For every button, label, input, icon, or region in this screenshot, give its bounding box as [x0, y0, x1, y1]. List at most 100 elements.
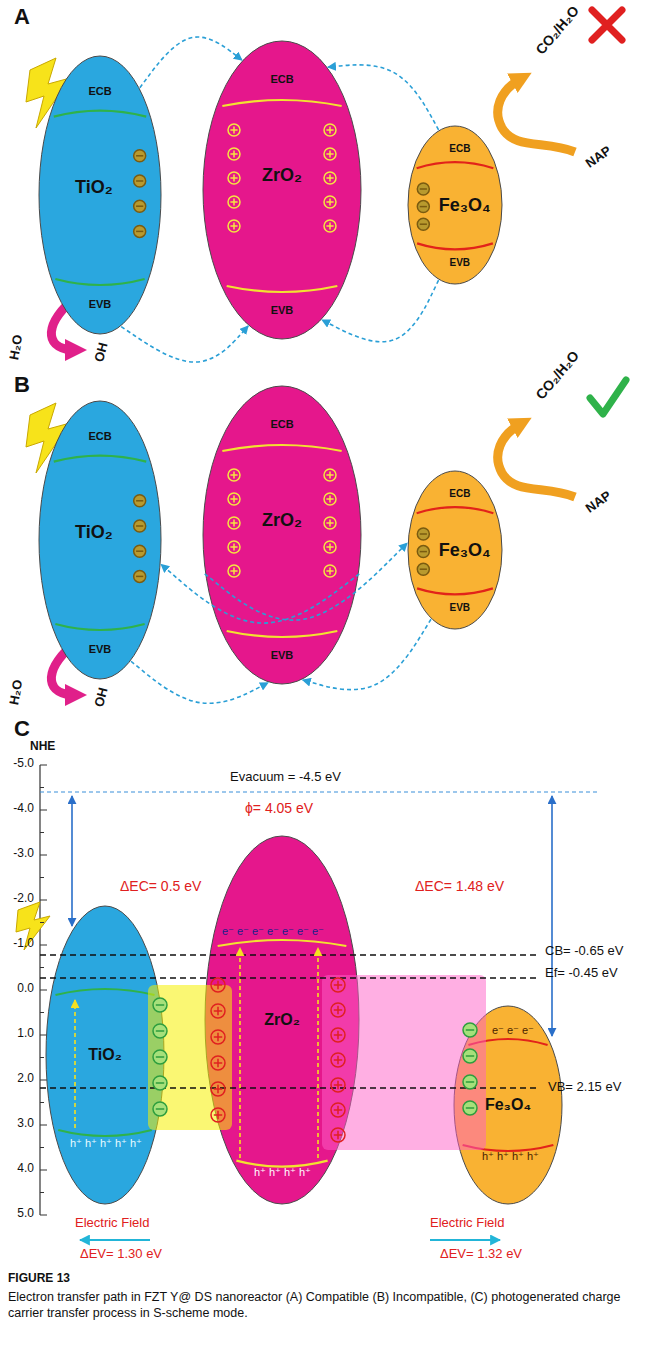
axis-tick: 3.0 — [0, 1117, 34, 1131]
material-name: Fe₃O₄ — [485, 1096, 531, 1114]
band-edge-label: ECB — [88, 85, 111, 98]
level-label: CB= -0.65 eV — [545, 944, 623, 959]
hole-sign — [324, 148, 336, 160]
work-function-arrow — [551, 796, 553, 1036]
electron-transfer-path — [131, 661, 268, 703]
figure-caption: Electron transfer path in FZT Y@ DS nano… — [8, 1289, 638, 1321]
ellipse-outline — [202, 40, 362, 340]
junction-highlight — [322, 975, 486, 1150]
hole-sign — [228, 124, 240, 136]
material-name: Fe₃O₄ — [439, 195, 491, 216]
electron-sign — [134, 200, 146, 212]
hole-sign — [228, 196, 240, 208]
electron-sign — [417, 563, 429, 575]
product-label: CO₂/H₂O — [532, 348, 582, 403]
hole-sign — [331, 978, 345, 992]
band-edge — [417, 243, 493, 249]
energy-label: Evacuum = -4.5 eV — [230, 770, 341, 785]
panel-letter: C — [14, 716, 30, 741]
electron-sign — [134, 520, 146, 532]
electron-transfer-path — [205, 543, 407, 620]
material-ellipse: ZrO₂ — [204, 835, 360, 1205]
axis-tick: 1.0 — [0, 1027, 34, 1041]
panel-letter: A — [14, 4, 30, 29]
electron-sign — [134, 545, 146, 557]
band-edge-label: EVB — [450, 602, 471, 614]
hole-sign — [211, 978, 225, 992]
electron-sign — [153, 1076, 167, 1090]
electron-sign — [153, 1024, 167, 1038]
material-name: TiO₂ — [75, 176, 113, 197]
electron-sign — [417, 201, 429, 213]
electron-transfer-path — [322, 280, 439, 342]
pollutant-label: NAP — [583, 143, 614, 171]
hole-sign — [324, 196, 336, 208]
hole-sign — [324, 541, 336, 553]
electron-sign — [463, 1023, 477, 1037]
excitation-arrow — [317, 948, 319, 1158]
hole-sign — [324, 220, 336, 232]
electron-sign — [463, 1049, 477, 1063]
band-edge — [55, 279, 144, 285]
material-ellipse: TiO₂ECBEVB — [38, 400, 162, 680]
band-edge — [417, 588, 493, 594]
band-offset-label: ΔEC= 0.5 eV — [120, 878, 201, 894]
axis-tick: 4.0 — [0, 1162, 34, 1176]
electron-transfer-path — [140, 37, 242, 88]
axis-tick: -5.0 — [0, 757, 34, 771]
hole-sign — [331, 1053, 345, 1067]
vacuum-level — [40, 791, 600, 792]
band-edge-label: EVB — [89, 298, 112, 311]
hole-sign — [331, 1003, 345, 1017]
band-offset-label: ΔEV= 1.32 eV — [440, 1247, 522, 1262]
hole-sign — [228, 565, 240, 577]
ellipse-outline — [202, 385, 362, 685]
band-edge-label: EVB — [450, 257, 471, 269]
radical-label: OH — [92, 341, 111, 364]
hole-sign — [324, 565, 336, 577]
pollutant-label: NAP — [583, 488, 614, 516]
electron-transfer-path — [303, 619, 431, 689]
axis-title: NHE — [30, 740, 55, 754]
particle-body — [39, 401, 161, 679]
band-edge — [227, 631, 338, 637]
hole-sign — [228, 220, 240, 232]
particle-body — [203, 41, 361, 339]
hole-sign — [228, 469, 240, 481]
particle-body — [205, 836, 359, 1204]
hole-sign — [324, 124, 336, 136]
electron-sign — [417, 546, 429, 558]
band-edge — [236, 1161, 327, 1167]
cb-level — [40, 954, 540, 955]
reactant-label: H₂O — [7, 679, 26, 706]
hole-sign — [228, 148, 240, 160]
band-edge-label: EVB — [271, 649, 294, 662]
radical-label: OH — [92, 686, 111, 709]
electron-sign — [153, 1050, 167, 1064]
hole-sign — [331, 1103, 345, 1117]
electron-sign — [134, 150, 146, 162]
electron-sign — [134, 225, 146, 237]
band-edge — [54, 456, 146, 462]
hole-sign — [211, 1056, 225, 1070]
hole-sign — [324, 517, 336, 529]
work-function-label: ϕ= 4.05 eV — [245, 800, 313, 816]
hole-sign — [331, 1078, 345, 1092]
hole-sign — [228, 172, 240, 184]
electron-sign — [417, 218, 429, 230]
axis-tick: -4.0 — [0, 802, 34, 816]
excitation-arrow — [74, 1000, 76, 1128]
material-name: TiO₂ — [75, 521, 113, 542]
electron-sign — [463, 1075, 477, 1089]
hole-label: h⁺ h⁺ h⁺ h⁺ — [482, 1150, 539, 1163]
electron-label: e⁻ e⁻ e⁻ e⁻ e⁻ e⁻ e⁻ — [222, 925, 324, 938]
field-arrow — [80, 1239, 150, 1241]
electron-label: e⁻ e⁻ e⁻ — [492, 1024, 534, 1037]
axis-tick: 2.0 — [0, 1072, 34, 1086]
hole-sign — [324, 172, 336, 184]
band-offset-label: ΔEV= 1.30 eV — [80, 1247, 162, 1262]
compatible-check — [590, 380, 626, 414]
hole-sign — [228, 517, 240, 529]
field-label: Electric Field — [430, 1216, 504, 1231]
product-label: CO₂/H₂O — [532, 3, 582, 58]
